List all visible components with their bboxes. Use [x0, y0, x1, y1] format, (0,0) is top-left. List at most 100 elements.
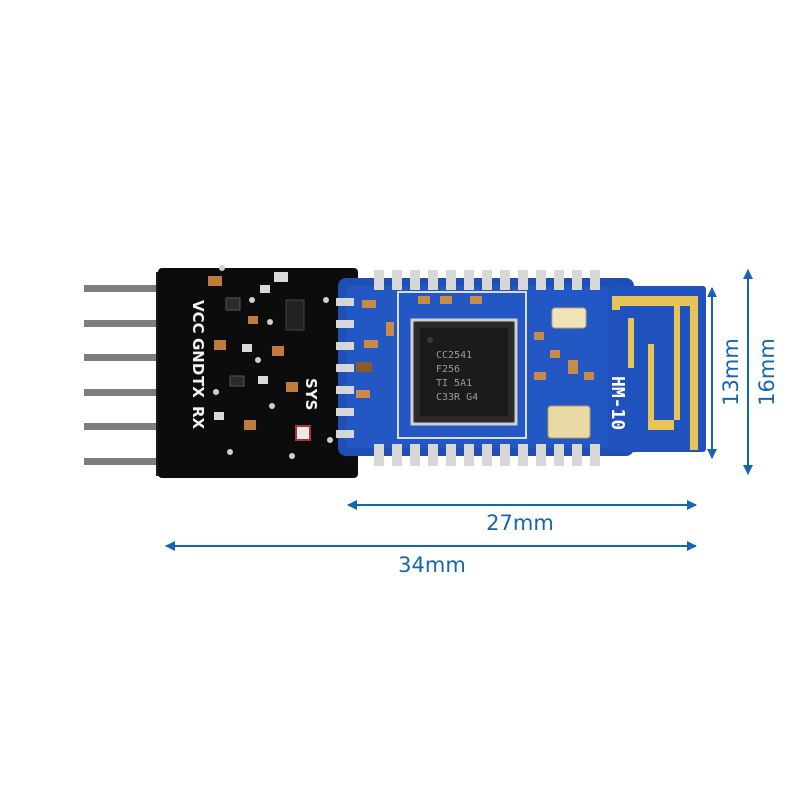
- castellated-pads-top: [374, 270, 600, 290]
- module-pad: [446, 444, 456, 466]
- module-pad: [554, 444, 564, 466]
- pin-label-tx: TX: [189, 376, 207, 398]
- via: [327, 437, 333, 443]
- smd-component: [258, 376, 268, 384]
- module-pad: [336, 408, 354, 416]
- module-pad: [590, 444, 600, 466]
- smd-component: [244, 420, 256, 430]
- module-label: HM-10: [607, 376, 628, 430]
- chip-line-1: CC2541: [436, 350, 472, 361]
- pin-label-vcc: VCC: [189, 300, 207, 334]
- dimension-annotations: 27mm 34mm 13mm 16mm: [165, 269, 779, 577]
- header-pin: [84, 285, 164, 292]
- module-pad: [500, 270, 510, 290]
- smd-component: [386, 322, 394, 336]
- smd-component: [364, 340, 378, 348]
- mcu-chip: [420, 328, 508, 416]
- via: [213, 389, 219, 395]
- smd-component: [356, 362, 372, 372]
- smd-component: [214, 412, 224, 420]
- module-pad: [374, 444, 384, 466]
- via: [227, 449, 233, 455]
- label-module-width: 27mm: [486, 511, 554, 535]
- crystal-32k: [551, 307, 587, 329]
- smd-component: [272, 346, 284, 356]
- via: [289, 453, 295, 459]
- chip-line-2: F256: [436, 364, 460, 375]
- smd-component: [534, 332, 544, 340]
- smd-component: [534, 372, 546, 380]
- module-pad: [464, 444, 474, 466]
- module-pad: [518, 444, 528, 466]
- antenna-trace: [612, 296, 698, 450]
- module-pad: [336, 298, 354, 306]
- module-pad: [428, 444, 438, 466]
- module-pad: [336, 364, 354, 372]
- smd-component: [225, 297, 241, 311]
- smd-component: [242, 344, 252, 352]
- carrier-silkscreen: VCC GND TX RX SYS: [189, 300, 320, 430]
- smd-component: [418, 296, 430, 304]
- state-label: SYS: [302, 378, 320, 410]
- smd-component: [568, 360, 578, 374]
- chip-line-3: TI 5A1: [436, 378, 472, 389]
- module-pad: [536, 444, 546, 466]
- label-module-height: 13mm: [719, 338, 743, 406]
- header-pin: [84, 354, 164, 361]
- hm10-module: CC2541 F256 TI 5A1 C33R G4 HM-10: [336, 270, 706, 466]
- smd-component: [470, 296, 482, 304]
- module-pad: [392, 444, 402, 466]
- module-pad: [374, 270, 384, 290]
- header-pin: [84, 423, 164, 430]
- smd-component: [286, 382, 298, 392]
- module-pad: [536, 270, 546, 290]
- module-pad: [572, 444, 582, 466]
- smd-component: [550, 350, 560, 358]
- smd-component: [440, 296, 452, 304]
- pin1-marker: [427, 337, 433, 343]
- module-pad: [446, 270, 456, 290]
- smd-component: [362, 300, 376, 308]
- pin-label-rx: RX: [189, 406, 207, 430]
- module-pad: [482, 270, 492, 290]
- smd-component: [260, 285, 270, 293]
- castellated-pads-bottom: [374, 444, 600, 466]
- module-pad: [518, 270, 528, 290]
- module-pad: [464, 270, 474, 290]
- smd-component: [229, 375, 245, 387]
- label-board-width: 34mm: [398, 553, 466, 577]
- module-pad: [554, 270, 564, 290]
- status-led: [295, 425, 311, 441]
- smd-component: [248, 316, 258, 324]
- crystal-32mhz: [547, 405, 591, 439]
- header-pin: [84, 320, 164, 327]
- via: [269, 403, 275, 409]
- smd-component: [356, 390, 370, 398]
- pin-label-gnd: GND: [189, 338, 207, 375]
- silk-outline: [397, 291, 527, 439]
- smd-component: [214, 340, 226, 350]
- module-pad: [336, 342, 354, 350]
- castellated-pads-left: [336, 298, 354, 438]
- smd-component: [584, 372, 594, 380]
- module-pad: [590, 270, 600, 290]
- smd-component: [274, 272, 288, 282]
- via: [249, 297, 255, 303]
- module-pad: [336, 386, 354, 394]
- header-pin: [84, 389, 164, 396]
- carrier-components: [208, 265, 333, 459]
- module-pad: [392, 270, 402, 290]
- regulator-ic: [285, 299, 305, 331]
- module-pad: [336, 430, 354, 438]
- module-pad: [336, 320, 354, 328]
- header-pin: [84, 458, 164, 465]
- module-pad: [482, 444, 492, 466]
- antenna-feed: [628, 318, 634, 368]
- module-pad: [410, 444, 420, 466]
- via: [323, 297, 329, 303]
- module-pad: [572, 270, 582, 290]
- chip-line-4: C33R G4: [436, 392, 478, 403]
- via: [219, 265, 225, 271]
